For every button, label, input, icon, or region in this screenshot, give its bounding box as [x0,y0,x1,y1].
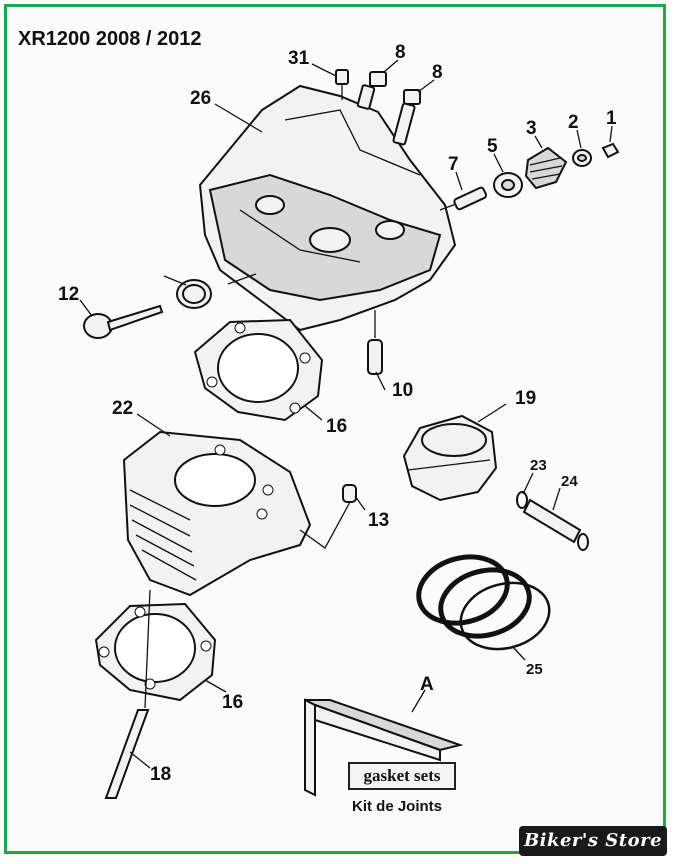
base-gasket-lower-part [94,602,217,702]
callout-25: 25 [526,661,543,678]
gasket-kit-box [304,689,464,797]
callout-1: 1 [606,108,617,129]
spring-seat-5-part [493,172,523,198]
cylinder-22-part [122,430,312,597]
callout-8a: 8 [395,42,406,63]
gasket-sets-label: gasket sets [348,762,456,790]
callout-12: 12 [58,284,79,305]
circlip-23-part [516,491,589,551]
callout-leaders [79,59,613,769]
bolt-8a-part [356,71,387,110]
kit-de-joints-label: Kit de Joints [352,798,443,815]
bolt-31-part [335,69,349,100]
diagram-title: XR1200 2008 / 2012 [18,28,202,50]
retainer-2-part [572,149,592,167]
store-watermark: Biker's Store [519,826,667,856]
callout-3: 3 [526,118,537,139]
callout-24: 24 [561,473,578,490]
callout-16-lower: 16 [222,692,243,713]
callout-31: 31 [288,48,310,69]
valve-keeper-1-part [601,142,620,159]
valve-guide-7-part [439,186,488,211]
stud-18-part [104,589,151,799]
dowel-10-part [367,310,383,375]
valve-spring-3-part [524,146,568,190]
callout-26: 26 [190,88,211,109]
callout-5: 5 [487,136,498,157]
callout-19: 19 [515,388,536,409]
callout-A: A [420,674,434,695]
callout-22: 22 [112,398,133,419]
callout-16-upper: 16 [326,416,347,437]
wrist-pin-24-part [522,498,582,544]
piston-19-part [402,414,498,502]
callout-23: 23 [530,457,547,474]
callout-13: 13 [368,510,389,531]
callout-8b: 8 [432,62,443,83]
cylinder-head-part [198,84,457,332]
dowel-13-part [299,484,357,549]
bolt-8b-part [392,89,421,146]
callout-18: 18 [150,764,171,785]
callout-7: 7 [448,154,459,175]
callout-2: 2 [568,112,579,133]
valve-12-part [83,273,257,339]
head-gasket-upper-part [193,318,324,422]
callout-10: 10 [392,380,413,401]
piston-rings-25-part [416,554,551,651]
